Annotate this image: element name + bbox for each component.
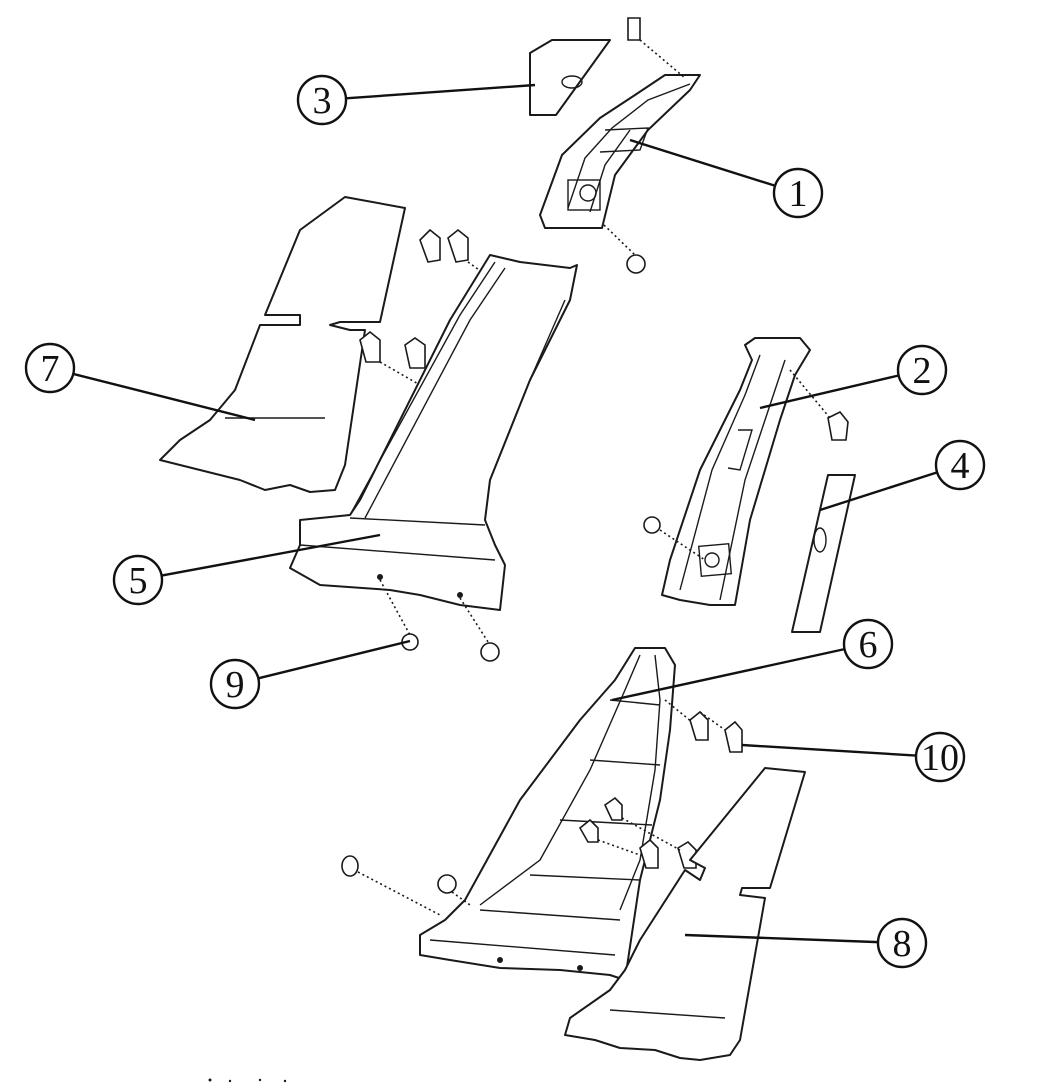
callout-number: 10 [921,737,959,779]
part-1-upper-trim [539,17,701,274]
callout-circle [934,439,986,491]
nut-icon [480,642,500,662]
leader-line-6 [611,647,845,702]
leader-line-7 [72,372,256,422]
callout-circle [24,342,76,394]
screw-icon [437,874,457,894]
part-5-pillar [289,254,578,662]
callout-10: 10 [914,731,966,783]
scan-marks [208,1078,287,1083]
leader-lines [72,83,938,944]
callout-circle [876,917,928,969]
leader-line-4 [819,471,938,512]
callout-number: 2 [913,350,932,392]
callout-number: 5 [129,560,148,602]
leader-line-5 [161,533,381,577]
screw-icon [626,254,646,274]
clip-icon [639,838,659,869]
clip-icon [689,710,709,741]
callout-number: 7 [41,348,60,390]
part-4-strip [791,474,856,633]
callout-3: 3 [296,74,348,126]
clip-icon [603,796,623,821]
leader-line-2 [759,374,899,410]
callout-7: 7 [24,342,76,394]
callout-5: 5 [112,554,164,606]
callout-circle [772,167,824,219]
callout-number: 8 [893,923,912,965]
leader-line-9 [258,639,411,680]
callouts: 1 2 3 4 5 6 7 8 9 10 [24,74,986,969]
callout-number: 6 [859,624,878,666]
callout-4: 4 [934,439,986,491]
clips-group-upper [359,228,501,386]
callout-number: 1 [789,173,808,215]
callout-9: 9 [209,658,261,710]
callout-number: 3 [313,80,332,122]
part-7-panel [159,196,406,493]
leader-line-1 [629,138,776,187]
callout-circle [896,344,948,396]
clip-icon [827,410,849,441]
clip-icon [724,720,743,753]
leader-line-3 [345,83,536,100]
clip-icon [404,337,426,369]
callout-8: 8 [876,917,928,969]
callout-circle [296,74,348,126]
part-6-lower-pillar [341,647,743,981]
screw-icon [643,516,661,534]
callout-circle [209,658,261,710]
clip-icon [578,818,599,843]
callout-circle [914,731,966,783]
clip-icon [627,17,641,41]
callout-circle [842,618,894,670]
part-3-strip [529,39,611,116]
clip-icon [447,228,469,263]
clip-icon [359,330,381,363]
callout-circle [112,554,164,606]
leader-line-10 [741,743,917,757]
callout-1: 1 [772,167,824,219]
callout-2: 2 [896,344,948,396]
part-8-panel [564,767,806,1061]
callout-number: 9 [226,664,245,706]
leader-line-8 [684,933,879,944]
callout-6: 6 [842,618,894,670]
screw-icon [341,855,359,877]
clip-icon [419,228,441,263]
callout-number: 4 [951,445,970,487]
